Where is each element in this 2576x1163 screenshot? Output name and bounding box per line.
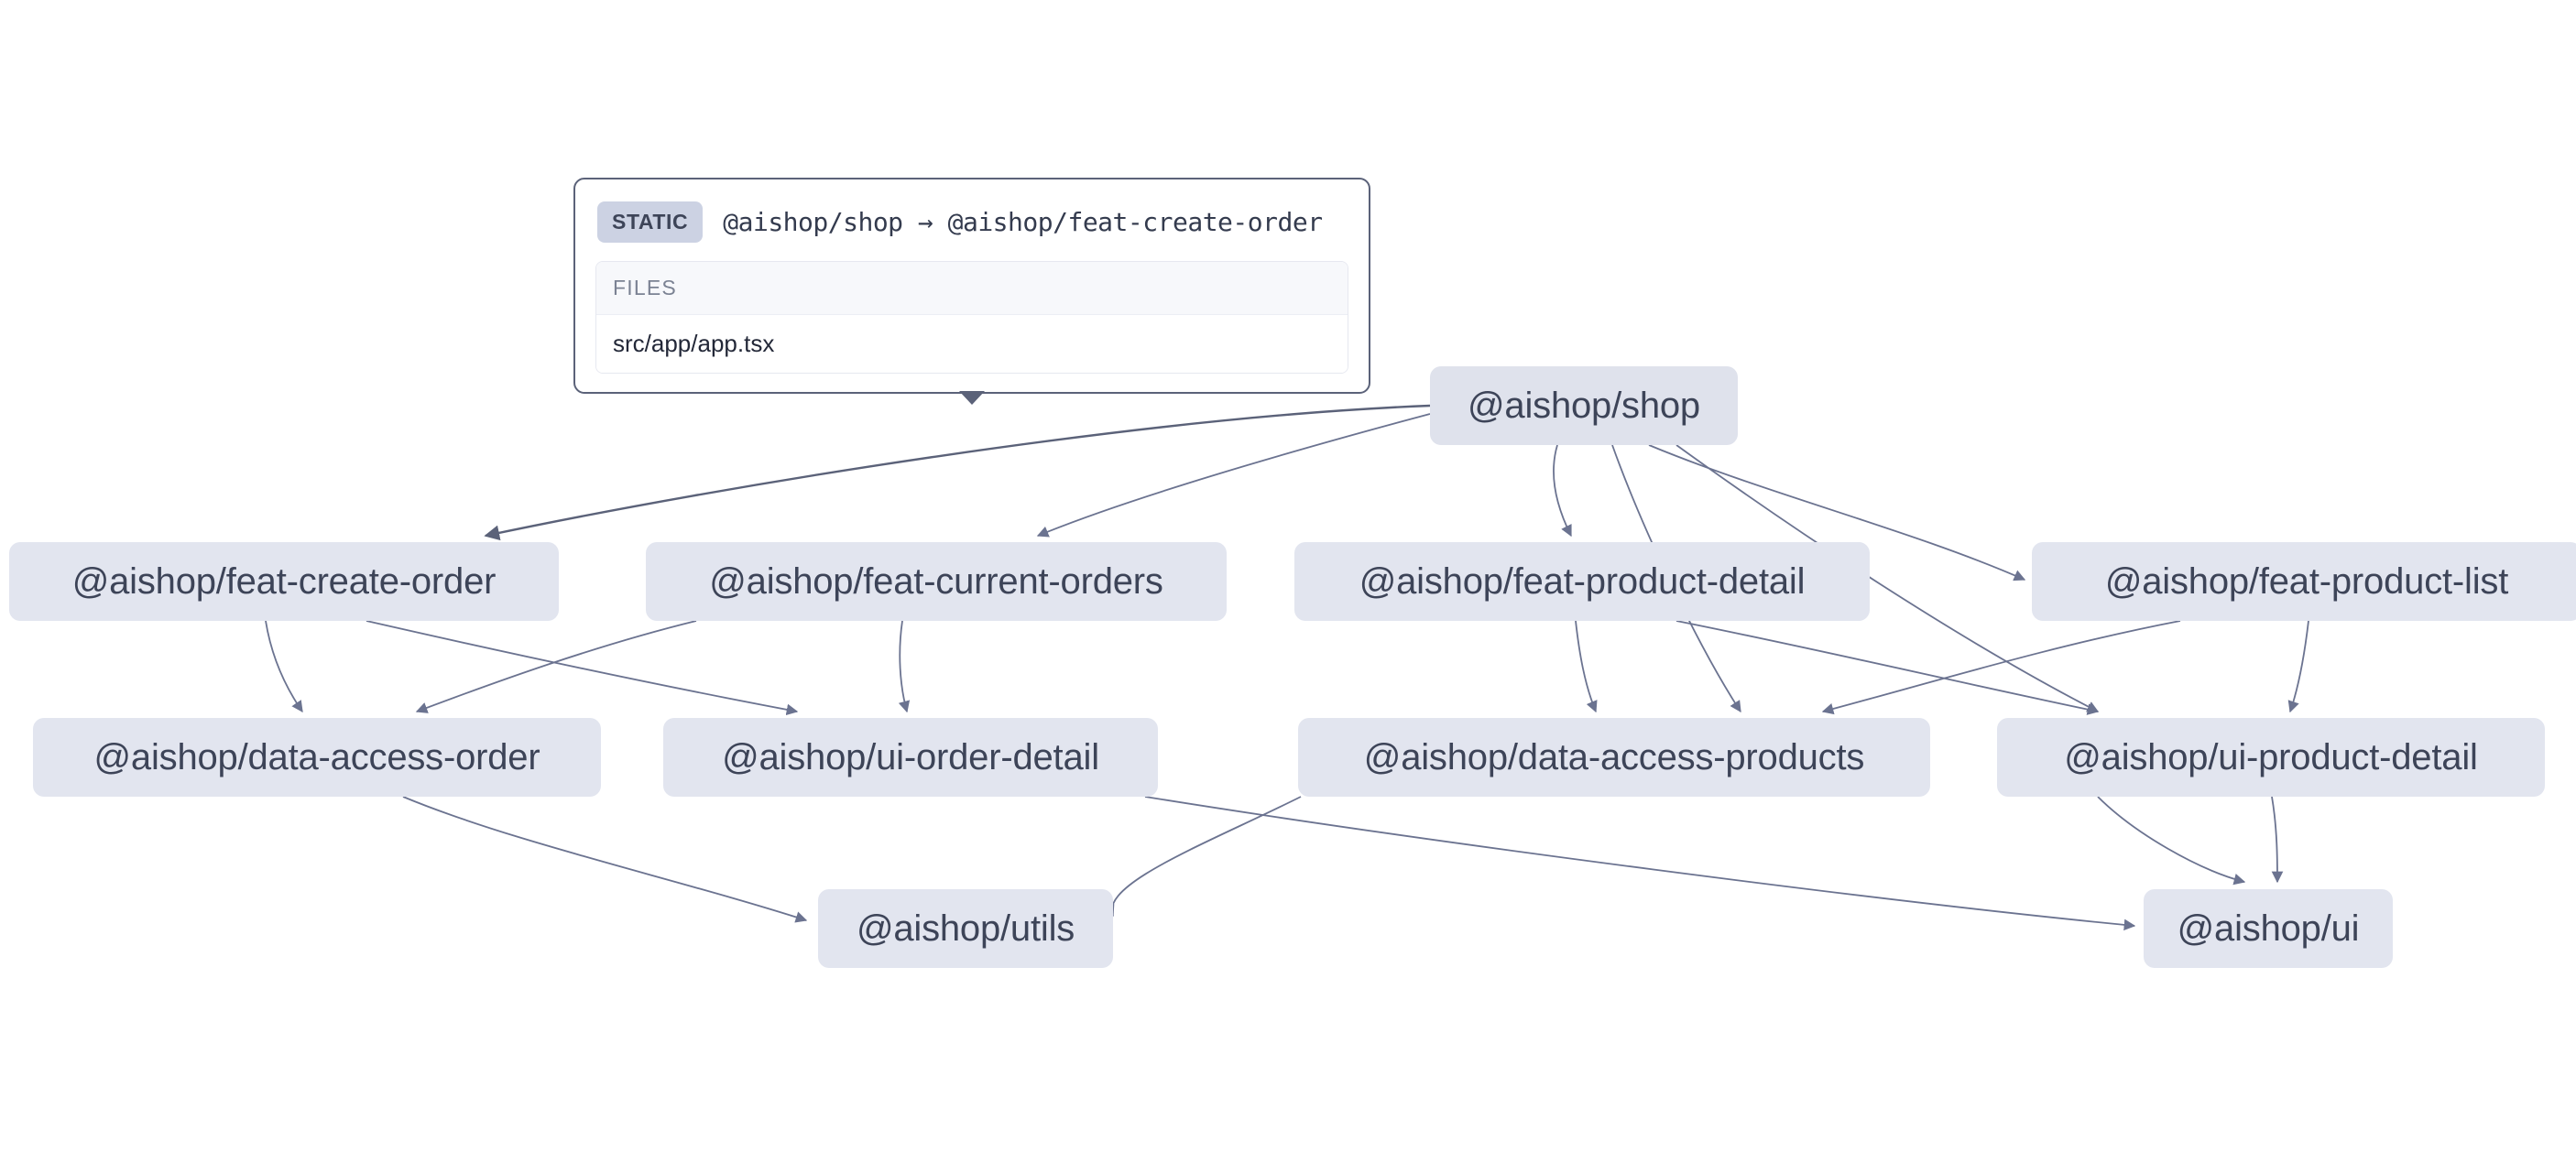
files-list: src/app/app.tsx bbox=[596, 315, 1348, 373]
graph-node-label: @aishop/feat-create-order bbox=[71, 560, 497, 602]
graph-edge-data-access-order-to-utils bbox=[402, 796, 808, 923]
graph-node-label: @aishop/shop bbox=[1468, 385, 1700, 426]
graph-node-label: @aishop/ui bbox=[2177, 908, 2360, 949]
graph-node-data-access-products[interactable]: @aishop/data-access-products bbox=[1298, 718, 1930, 797]
graph-node-label: @aishop/data-access-order bbox=[93, 736, 540, 777]
graph-edge-ui-product-detail-to-ui bbox=[2097, 796, 2246, 886]
dependency-title: @aishop/shop → @aishop/feat-create-order bbox=[723, 207, 1323, 237]
graph-edge-shop-to-feat-current-orders bbox=[1036, 413, 1431, 538]
graph-node-label: @aishop/data-access-products bbox=[1363, 736, 1865, 777]
graph-edge-ui-product-detail-to-ui bbox=[2271, 796, 2284, 884]
graph-edge-feat-product-list-to-data-access-products bbox=[1821, 620, 2181, 715]
static-badge: STATIC bbox=[597, 201, 704, 243]
graph-node-label: @aishop/feat-current-orders bbox=[709, 560, 1163, 602]
graph-node-ui-product-detail[interactable]: @aishop/ui-product-detail bbox=[1997, 718, 2545, 797]
graph-edge-feat-product-detail-to-ui-product-detail bbox=[1675, 620, 2100, 715]
graph-node-feat-product-detail[interactable]: @aishop/feat-product-detail bbox=[1294, 542, 1870, 621]
graph-node-feat-current-orders[interactable]: @aishop/feat-current-orders bbox=[646, 542, 1227, 621]
graph-node-utils[interactable]: @aishop/utils bbox=[818, 889, 1113, 968]
graph-edge-shop-to-feat-create-order bbox=[484, 404, 1431, 541]
graph-node-feat-product-list[interactable]: @aishop/feat-product-list bbox=[2032, 542, 2576, 621]
graph-node-data-access-order[interactable]: @aishop/data-access-order bbox=[33, 718, 601, 797]
graph-node-ui[interactable]: @aishop/ui bbox=[2144, 889, 2393, 968]
graph-edge-feat-current-orders-to-ui-order-detail bbox=[898, 620, 911, 713]
file-row[interactable]: src/app/app.tsx bbox=[596, 315, 1348, 373]
files-panel: FILES src/app/app.tsx bbox=[595, 261, 1348, 374]
graph-node-label: @aishop/ui-product-detail bbox=[2064, 736, 2478, 777]
graph-node-label: @aishop/utils bbox=[856, 908, 1075, 949]
detail-card-header: STATIC @aishop/shop → @aishop/feat-creat… bbox=[595, 196, 1348, 261]
graph-edge-data-access-products-to-utils bbox=[1103, 796, 1302, 918]
graph-node-label: @aishop/ui-order-detail bbox=[722, 736, 1099, 777]
graph-node-feat-create-order[interactable]: @aishop/feat-create-order bbox=[9, 542, 559, 621]
graph-edge-feat-product-detail-to-data-access-products bbox=[1575, 620, 1598, 713]
files-header: FILES bbox=[596, 262, 1348, 315]
graph-node-shop[interactable]: @aishop/shop bbox=[1430, 366, 1738, 445]
graph-edge-feat-product-list-to-ui-product-detail bbox=[2287, 620, 2309, 713]
graph-node-ui-order-detail[interactable]: @aishop/ui-order-detail bbox=[663, 718, 1158, 797]
graph-edge-feat-current-orders-to-data-access-order bbox=[415, 620, 697, 713]
card-pointer-arrow bbox=[959, 391, 985, 405]
graph-node-label: @aishop/feat-product-detail bbox=[1359, 560, 1806, 602]
graph-edge-feat-create-order-to-ui-order-detail bbox=[366, 620, 799, 716]
graph-edge-ui-order-detail-to-ui bbox=[1144, 796, 2136, 931]
graph-edge-shop-to-feat-product-detail bbox=[1553, 444, 1572, 538]
graph-node-label: @aishop/feat-product-list bbox=[2104, 560, 2509, 602]
dependency-detail-card[interactable]: STATIC @aishop/shop → @aishop/feat-creat… bbox=[573, 178, 1370, 405]
graph-edge-feat-create-order-to-data-access-order bbox=[265, 620, 303, 713]
